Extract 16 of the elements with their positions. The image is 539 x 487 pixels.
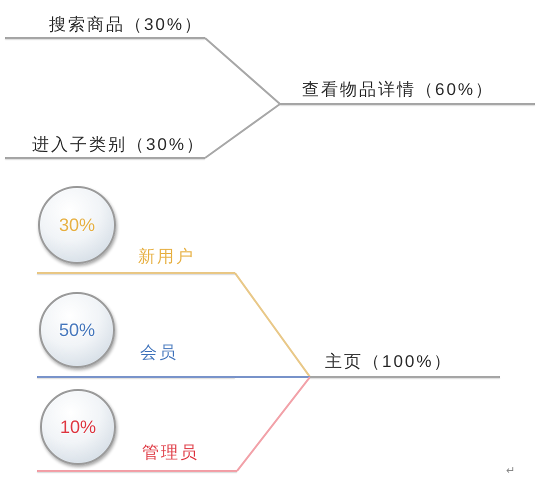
connector-line xyxy=(235,376,310,378)
branch-label: 新用户 xyxy=(138,248,195,265)
branch-label: 搜索商品（30%） xyxy=(48,16,203,33)
branch-label: 主页（100%） xyxy=(325,353,452,370)
percentage-label: 30% xyxy=(58,216,96,234)
branch-label: 进入子类别（30%） xyxy=(32,136,205,153)
connector-line xyxy=(204,103,281,159)
paragraph-mark: ↵ xyxy=(506,466,515,477)
branch-label: 会员 xyxy=(140,344,178,361)
branch-label: 查看物品详情（60%） xyxy=(302,81,494,98)
percentage-label: 10% xyxy=(60,418,96,436)
connector-line xyxy=(236,376,311,472)
connector-line xyxy=(204,37,281,105)
branch-label: 管理员 xyxy=(142,444,199,461)
percentage-label: 50% xyxy=(58,321,96,339)
connector-line xyxy=(234,272,311,378)
